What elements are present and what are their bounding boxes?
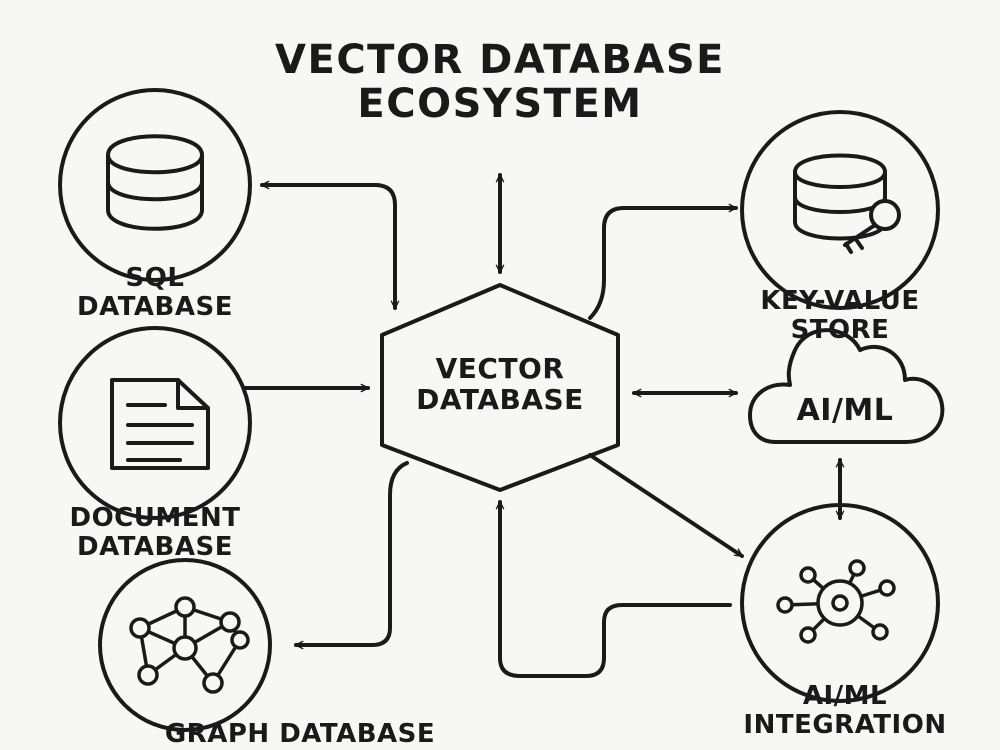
aiml-cloud-label: AI/ML: [796, 393, 894, 428]
sql-to-vector-connector: [260, 180, 400, 310]
graph-node-circle: [98, 558, 272, 732]
keyvalue-store-label: KEY-VALUE STORE: [760, 286, 920, 346]
graph-network-icon: [129, 596, 250, 694]
sql-node-circle: [58, 88, 252, 282]
database-cylinder-icon: [106, 134, 204, 231]
database-key-icon: [793, 153, 901, 254]
aiml-integration-label: AI/ML INTEGRATION: [743, 681, 947, 741]
sql-database-label: SQL DATABASE: [77, 263, 233, 323]
keyvalue-node-circle: [740, 110, 940, 310]
graph-database-label: GRAPH DATABASE: [164, 719, 436, 749]
cloud-icon: [748, 328, 945, 444]
document-database-label: DOCUMENT DATABASE: [69, 503, 241, 563]
title-line-2: ECOSYSTEM: [357, 81, 643, 127]
integration-to-vector-loop-connector: [495, 500, 732, 678]
document-node-circle: [58, 326, 252, 520]
vector-to-graph-connector: [294, 461, 409, 650]
vector-to-integration-diagonal-connector: [588, 453, 744, 558]
vector-database-label: VECTOR DATABASE: [416, 352, 584, 417]
vector-to-keyvalue-connector: [588, 203, 738, 320]
vector-database-hexagon: [380, 283, 620, 492]
document-icon: [110, 378, 210, 470]
hub-network-icon: [776, 559, 896, 644]
title-line-1: VECTOR DATABASE: [275, 37, 725, 83]
diagram-title: VECTOR DATABASE ECOSYSTEM: [150, 38, 850, 126]
